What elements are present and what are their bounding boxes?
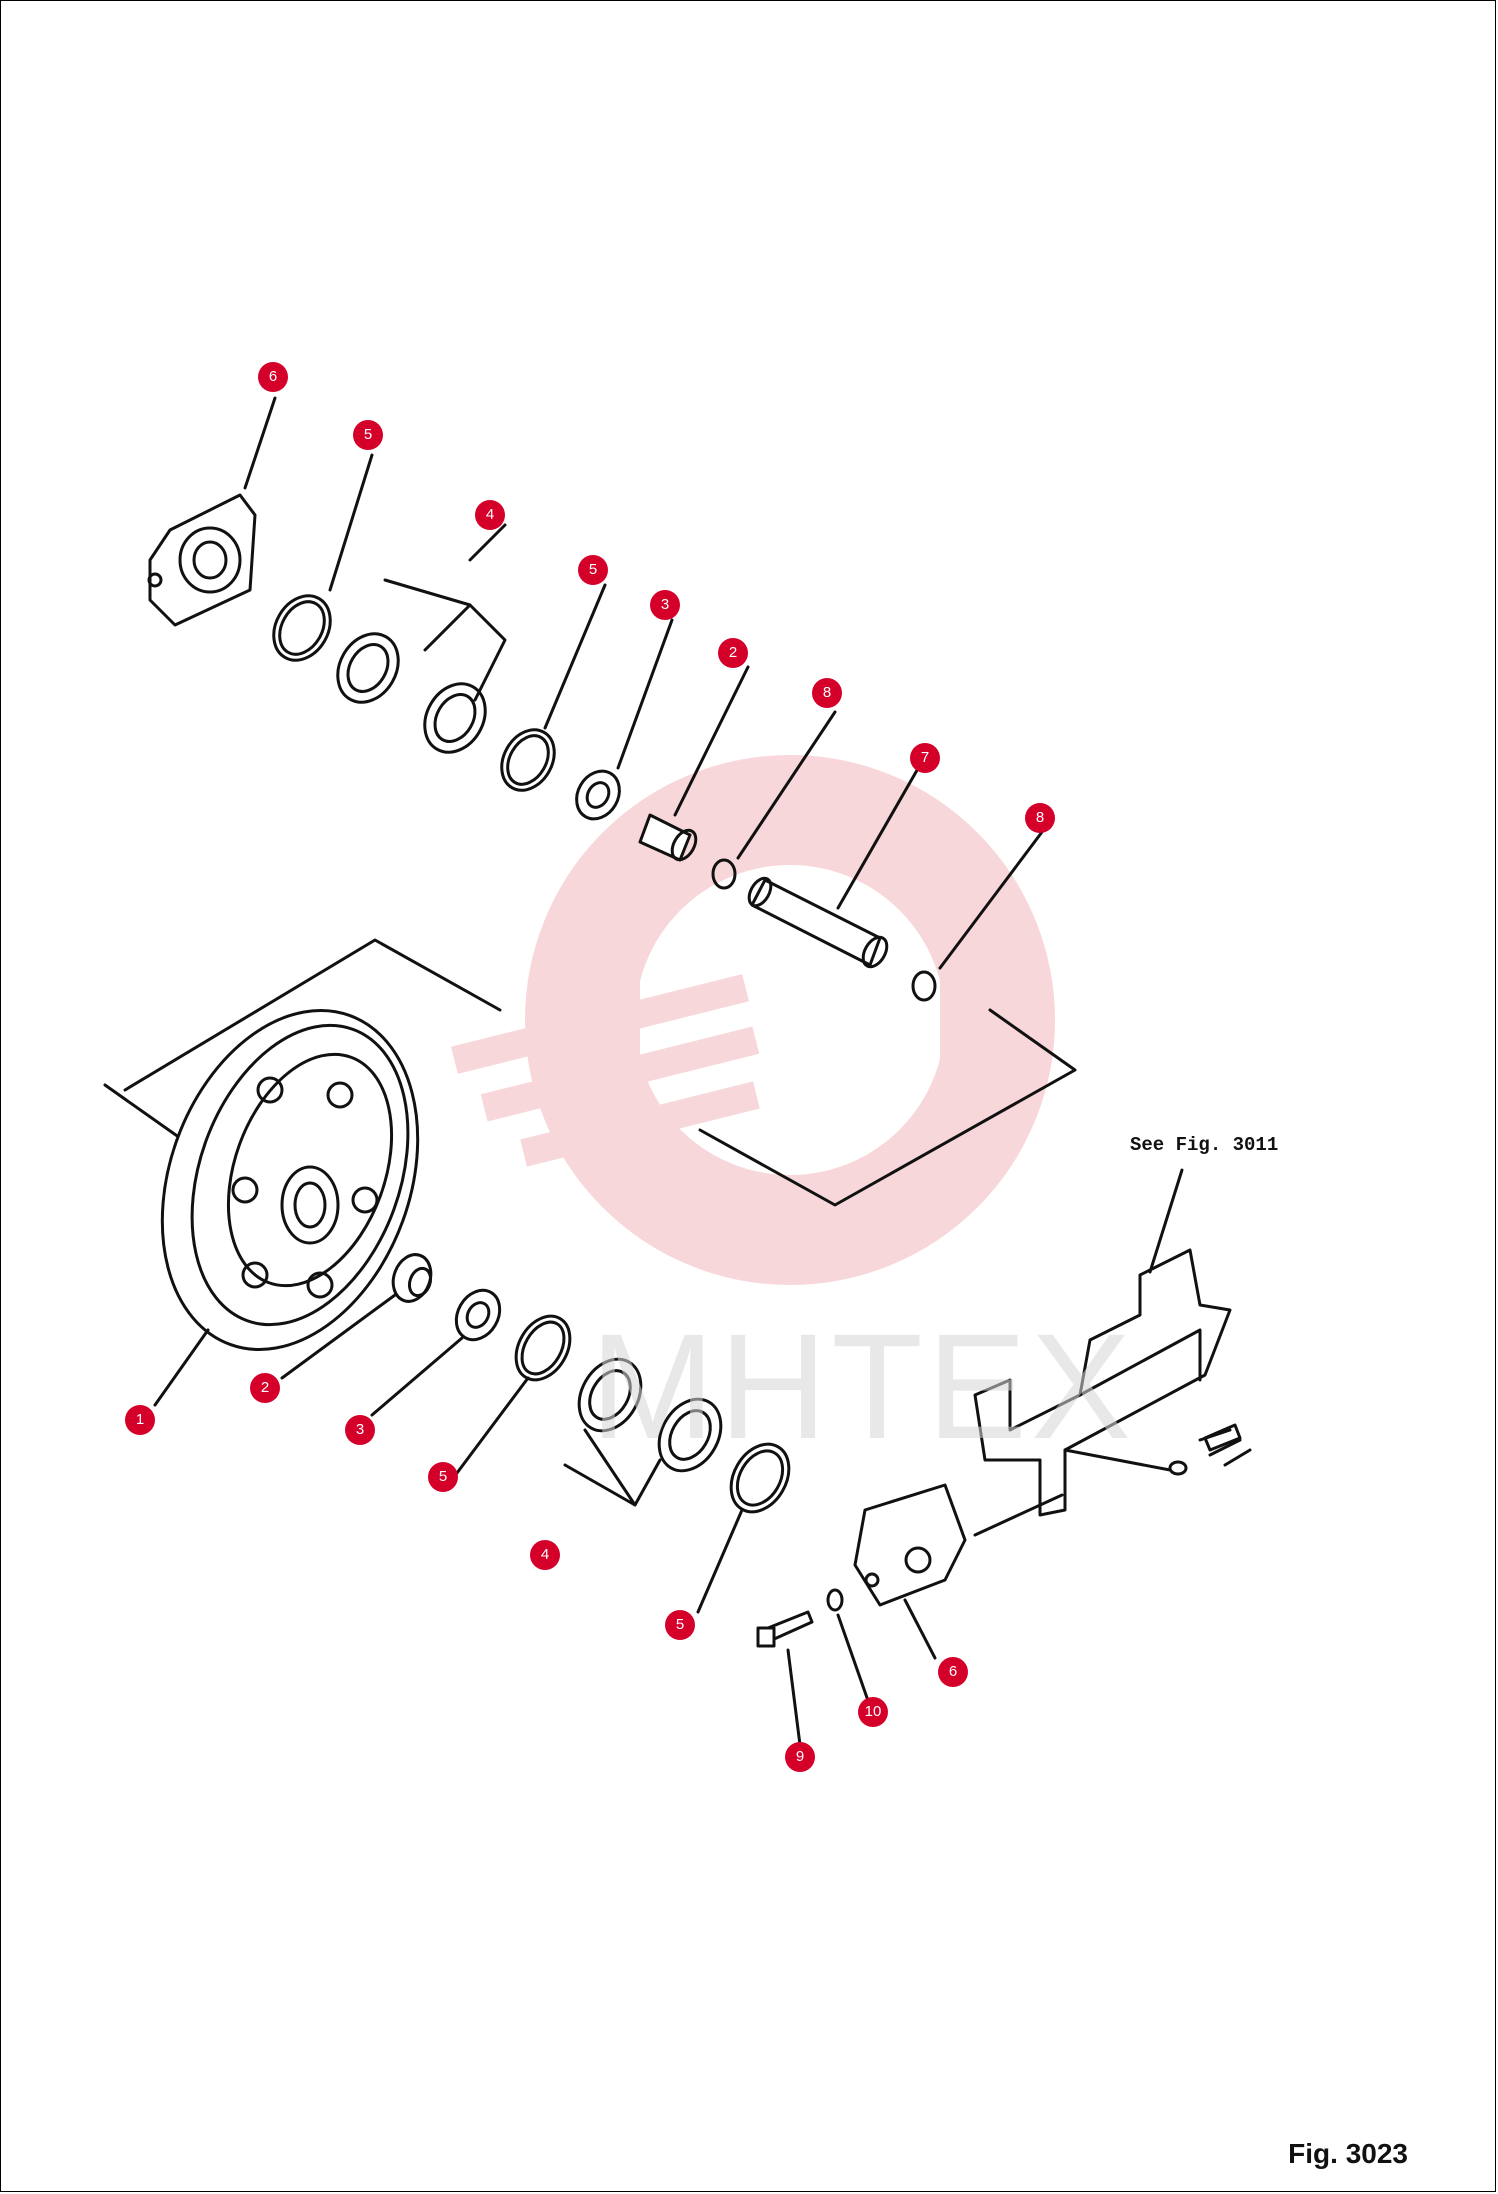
leader-3a [616, 618, 674, 770]
callout-item-5-upper-a[interactable]: 5 [353, 420, 383, 450]
callout-item-8-upper[interactable]: 8 [812, 678, 842, 708]
o-ring-8b [911, 970, 937, 1002]
callout-item-4-upper[interactable]: 4 [475, 500, 505, 530]
callout-item-8-right[interactable]: 8 [1025, 803, 1055, 833]
figure-label: Fig. 3023 [1288, 2138, 1408, 2169]
leader-8a [736, 710, 837, 860]
leader-10 [836, 1613, 874, 1714]
bracket-upper-left [123, 938, 502, 1092]
bolt-frame [1203, 1423, 1242, 1452]
leader-5d [696, 1508, 744, 1614]
callout-item-1[interactable]: 1 [125, 1405, 155, 1435]
callout-item-6-upper[interactable]: 6 [258, 362, 288, 392]
callout-item-5-upper-b[interactable]: 5 [578, 555, 608, 585]
callout-item-3-lower[interactable]: 3 [345, 1415, 375, 1445]
o-ring-5c [514, 1314, 572, 1382]
floating-seal-4a [336, 632, 400, 704]
see-figure-reference: See Fig. 3011 [1130, 1134, 1279, 1156]
callout-item-6-lower[interactable]: 6 [938, 1657, 968, 1687]
callout-item-10[interactable]: 10 [858, 1697, 888, 1727]
leader-2b [280, 1293, 397, 1380]
leader-4a [468, 523, 507, 562]
callout-item-7[interactable]: 7 [910, 743, 940, 773]
bushing-3b [454, 1288, 502, 1342]
floating-seal-4d [657, 1397, 723, 1473]
watermark-text: MHTEX [590, 1302, 1135, 1470]
floating-seal-4c [577, 1357, 643, 1433]
callout-item-3-upper[interactable]: 3 [650, 590, 680, 620]
bracket-item-4-bottom [563, 1428, 662, 1507]
leader-5b [543, 583, 607, 730]
leader-3b [370, 1336, 464, 1417]
shaft-7 [747, 876, 889, 969]
sleeve-2b [391, 1253, 433, 1303]
o-ring-5b [500, 728, 556, 792]
callout-item-4-lower[interactable]: 4 [530, 1540, 560, 1570]
bearing-block-upper [147, 493, 257, 627]
washer-10 [826, 1588, 844, 1612]
callout-item-5-lower-a[interactable]: 5 [428, 1462, 458, 1492]
leader-see-fig [1148, 1168, 1184, 1274]
idler-frame-bracket [973, 1248, 1252, 1517]
leader-6a [243, 396, 277, 490]
leader-1 [153, 1328, 210, 1407]
leader-9 [786, 1648, 802, 1747]
bracket-item-4-top [383, 578, 507, 702]
leader-2a [673, 665, 750, 817]
bracket-right [698, 1008, 1077, 1207]
gear-wrench-icon [451, 755, 1055, 1285]
leader-frame-link [973, 1493, 1064, 1537]
leader-6b [903, 1598, 937, 1660]
o-ring-5a [272, 594, 332, 662]
bearing-block-lower [853, 1483, 967, 1607]
bolt-9 [756, 1610, 814, 1648]
callout-item-5-lower-b[interactable]: 5 [665, 1610, 695, 1640]
sleeve-2a [638, 813, 698, 862]
leader-5c [446, 1376, 530, 1487]
bushing-3a [575, 769, 621, 821]
washer-frame [1168, 1460, 1188, 1476]
leader-7 [836, 763, 922, 910]
idler-wheel-1 [160, 1009, 420, 1351]
floating-seal-4b [423, 682, 487, 754]
callout-item-9[interactable]: 9 [785, 1742, 815, 1772]
callout-item-2-lower[interactable]: 2 [250, 1373, 280, 1403]
leader-8b [938, 830, 1044, 970]
bracket-lower-left [103, 1083, 192, 1147]
leader-5a [328, 453, 374, 592]
o-ring-8a [711, 858, 737, 890]
callout-item-2-upper[interactable]: 2 [718, 638, 748, 668]
